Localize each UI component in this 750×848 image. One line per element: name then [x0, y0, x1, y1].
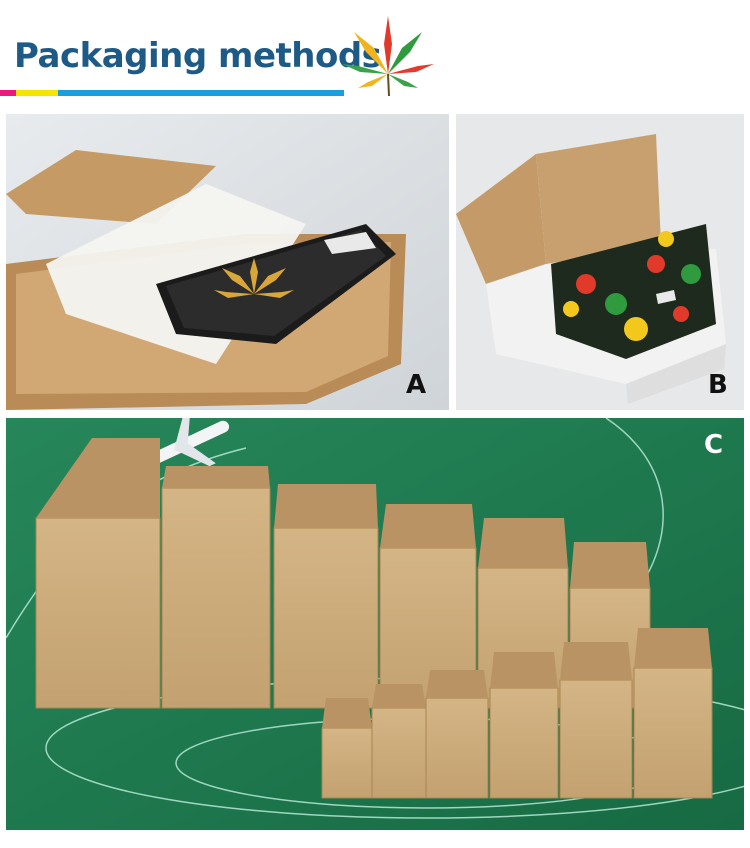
- page-title: Packaging methods: [14, 36, 382, 76]
- header-bar-yellow: [16, 90, 58, 96]
- panel-label-a: A: [406, 370, 427, 400]
- tray-in-kraft-box-icon: [6, 114, 449, 410]
- panel-a: A: [6, 114, 449, 410]
- header: Packaging methods: [0, 0, 750, 110]
- stacked-cartons-icon: [6, 418, 744, 830]
- cannabis-leaf-icon: [340, 12, 436, 98]
- panel-c: C: [6, 418, 744, 830]
- tray-in-mailer-box-icon: [456, 114, 744, 410]
- panel-label-c: C: [704, 430, 724, 460]
- carton-row-top: [35, 438, 651, 709]
- panel-label-b: B: [708, 370, 728, 400]
- panel-b: B: [456, 114, 744, 410]
- header-bar-pink: [0, 90, 16, 96]
- header-bar-blue: [58, 90, 344, 96]
- carton-row-bottom: [321, 628, 713, 799]
